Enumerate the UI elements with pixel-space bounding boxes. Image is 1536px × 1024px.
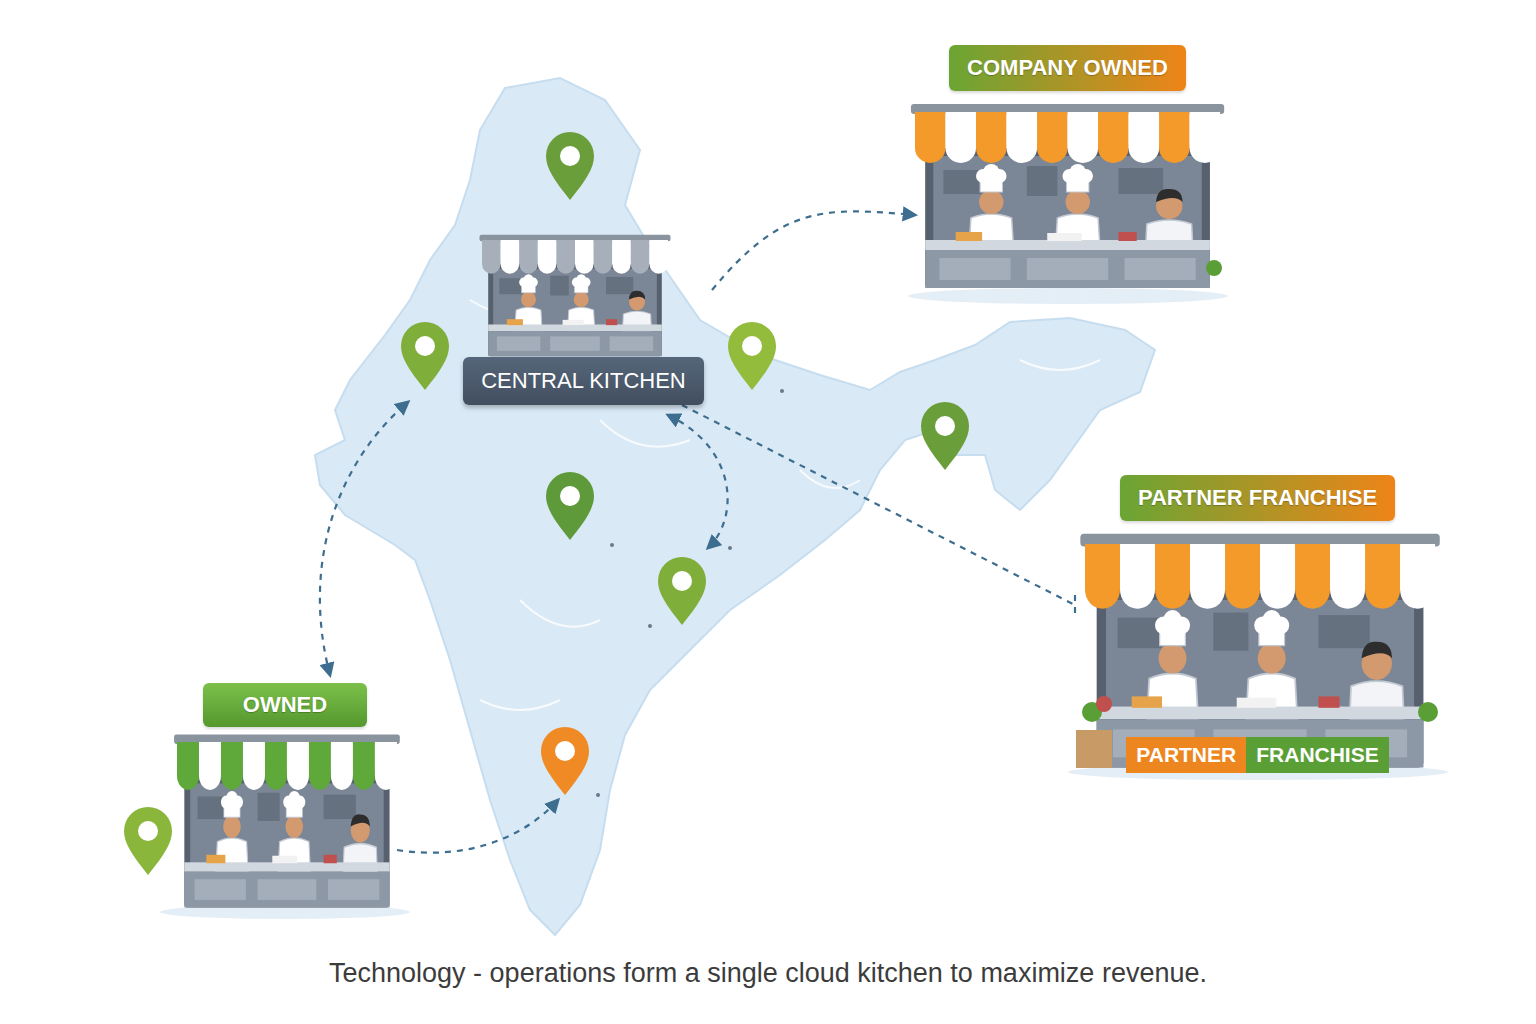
company-store: COMPANY OWNED xyxy=(915,45,1220,295)
map-pins-part xyxy=(921,402,969,470)
partner-store-part xyxy=(1080,534,1439,768)
central-kitchen-building xyxy=(480,235,671,356)
map-dots-part xyxy=(596,793,600,797)
company-store xyxy=(908,104,1228,304)
map-pins-part xyxy=(728,322,776,390)
banner-text: FRANCHISE xyxy=(1246,737,1389,773)
company-store-part xyxy=(908,288,1228,304)
map-pins-part xyxy=(124,807,172,875)
store-heading: COMPANY OWNED xyxy=(949,45,1186,91)
central-kitchen: CENTRAL KITCHEN xyxy=(455,240,712,405)
owned-store: OWNED xyxy=(175,683,395,913)
text-slot: PARTNERFRANCHISE xyxy=(1075,737,1440,773)
map-dots xyxy=(596,389,784,797)
text-slot: PARTNER FRANCHISE xyxy=(1075,475,1440,521)
partner-store-part xyxy=(1096,696,1112,712)
text-slot: CENTRAL KITCHEN xyxy=(455,357,712,405)
map-pins-part xyxy=(541,727,589,795)
dashed-connector xyxy=(682,405,1075,615)
kitchen-label: CENTRAL KITCHEN xyxy=(463,357,704,405)
owned-store xyxy=(160,734,410,919)
store-heading: PARTNER FRANCHISE xyxy=(1120,475,1395,521)
map-dots-part xyxy=(610,543,614,547)
partner-store: PARTNER FRANCHISEPARTNERFRANCHISE xyxy=(1075,475,1440,775)
company-store-part xyxy=(1206,260,1222,276)
text-slot: OWNED xyxy=(175,683,395,727)
caption: Technology - operations form a single cl… xyxy=(329,958,1207,989)
dashed-link-part xyxy=(668,415,728,548)
dashed-link-part xyxy=(320,402,408,675)
partner-store-part xyxy=(1076,730,1112,768)
store-heading: OWNED xyxy=(203,683,367,727)
map-pins-part xyxy=(546,472,594,540)
partner-store-part xyxy=(1418,702,1438,722)
map-dots-part xyxy=(780,389,784,393)
owned-store-part xyxy=(174,734,400,907)
company-store-part xyxy=(911,104,1224,288)
central-kitchen-building-part xyxy=(480,235,671,356)
map-dots-part xyxy=(648,624,652,628)
map-pins-part xyxy=(401,322,449,390)
map-dots-part xyxy=(728,546,732,550)
caption-row: Technology - operations form a single cl… xyxy=(0,958,1536,989)
banner-text: PARTNER xyxy=(1126,737,1246,773)
map-pins-part xyxy=(658,557,706,625)
dashed-link-part xyxy=(397,800,558,853)
text-slot: COMPANY OWNED xyxy=(915,45,1220,91)
map-pins-part xyxy=(546,132,594,200)
partner-store xyxy=(1068,534,1448,780)
dashed-connector xyxy=(712,211,915,290)
